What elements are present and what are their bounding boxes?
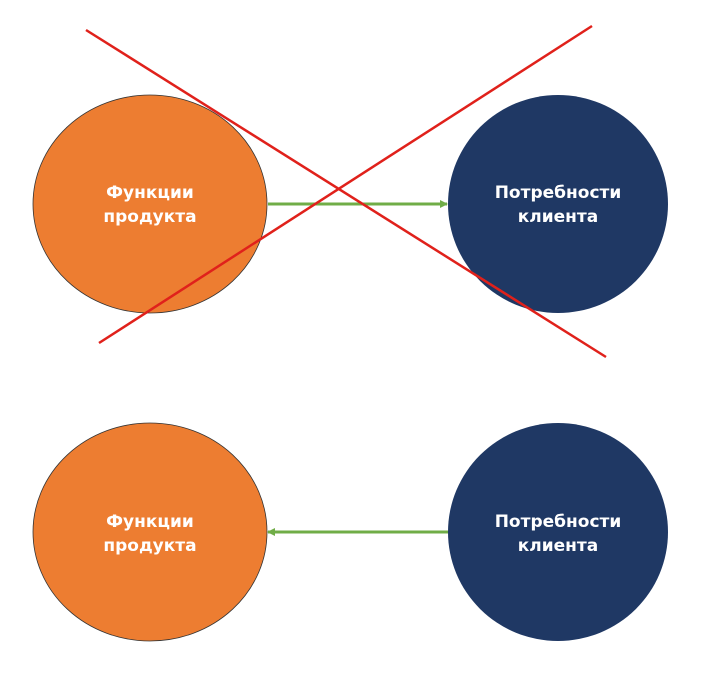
- client-label-line2: клиента: [518, 536, 599, 556]
- product-label-line2: продукта: [103, 536, 196, 556]
- bottom-row: Функции продукта Потребности клиента: [32, 422, 668, 642]
- client-label-line1: Потребности: [495, 512, 622, 532]
- product-features-node: [32, 94, 268, 314]
- client-needs-node: [448, 95, 668, 313]
- client-label-line2: клиента: [518, 207, 599, 227]
- product-label-line1: Функции: [106, 512, 194, 532]
- client-needs-node: [448, 423, 668, 641]
- product-label-line2: продукта: [103, 207, 196, 227]
- top-row: Функции продукта Потребности клиента: [32, 24, 668, 359]
- product-label-line1: Функции: [106, 183, 194, 203]
- cross-line-2: [98, 24, 593, 345]
- product-features-node: [32, 422, 268, 642]
- cross-line-1: [85, 28, 607, 359]
- client-label-line1: Потребности: [495, 183, 622, 203]
